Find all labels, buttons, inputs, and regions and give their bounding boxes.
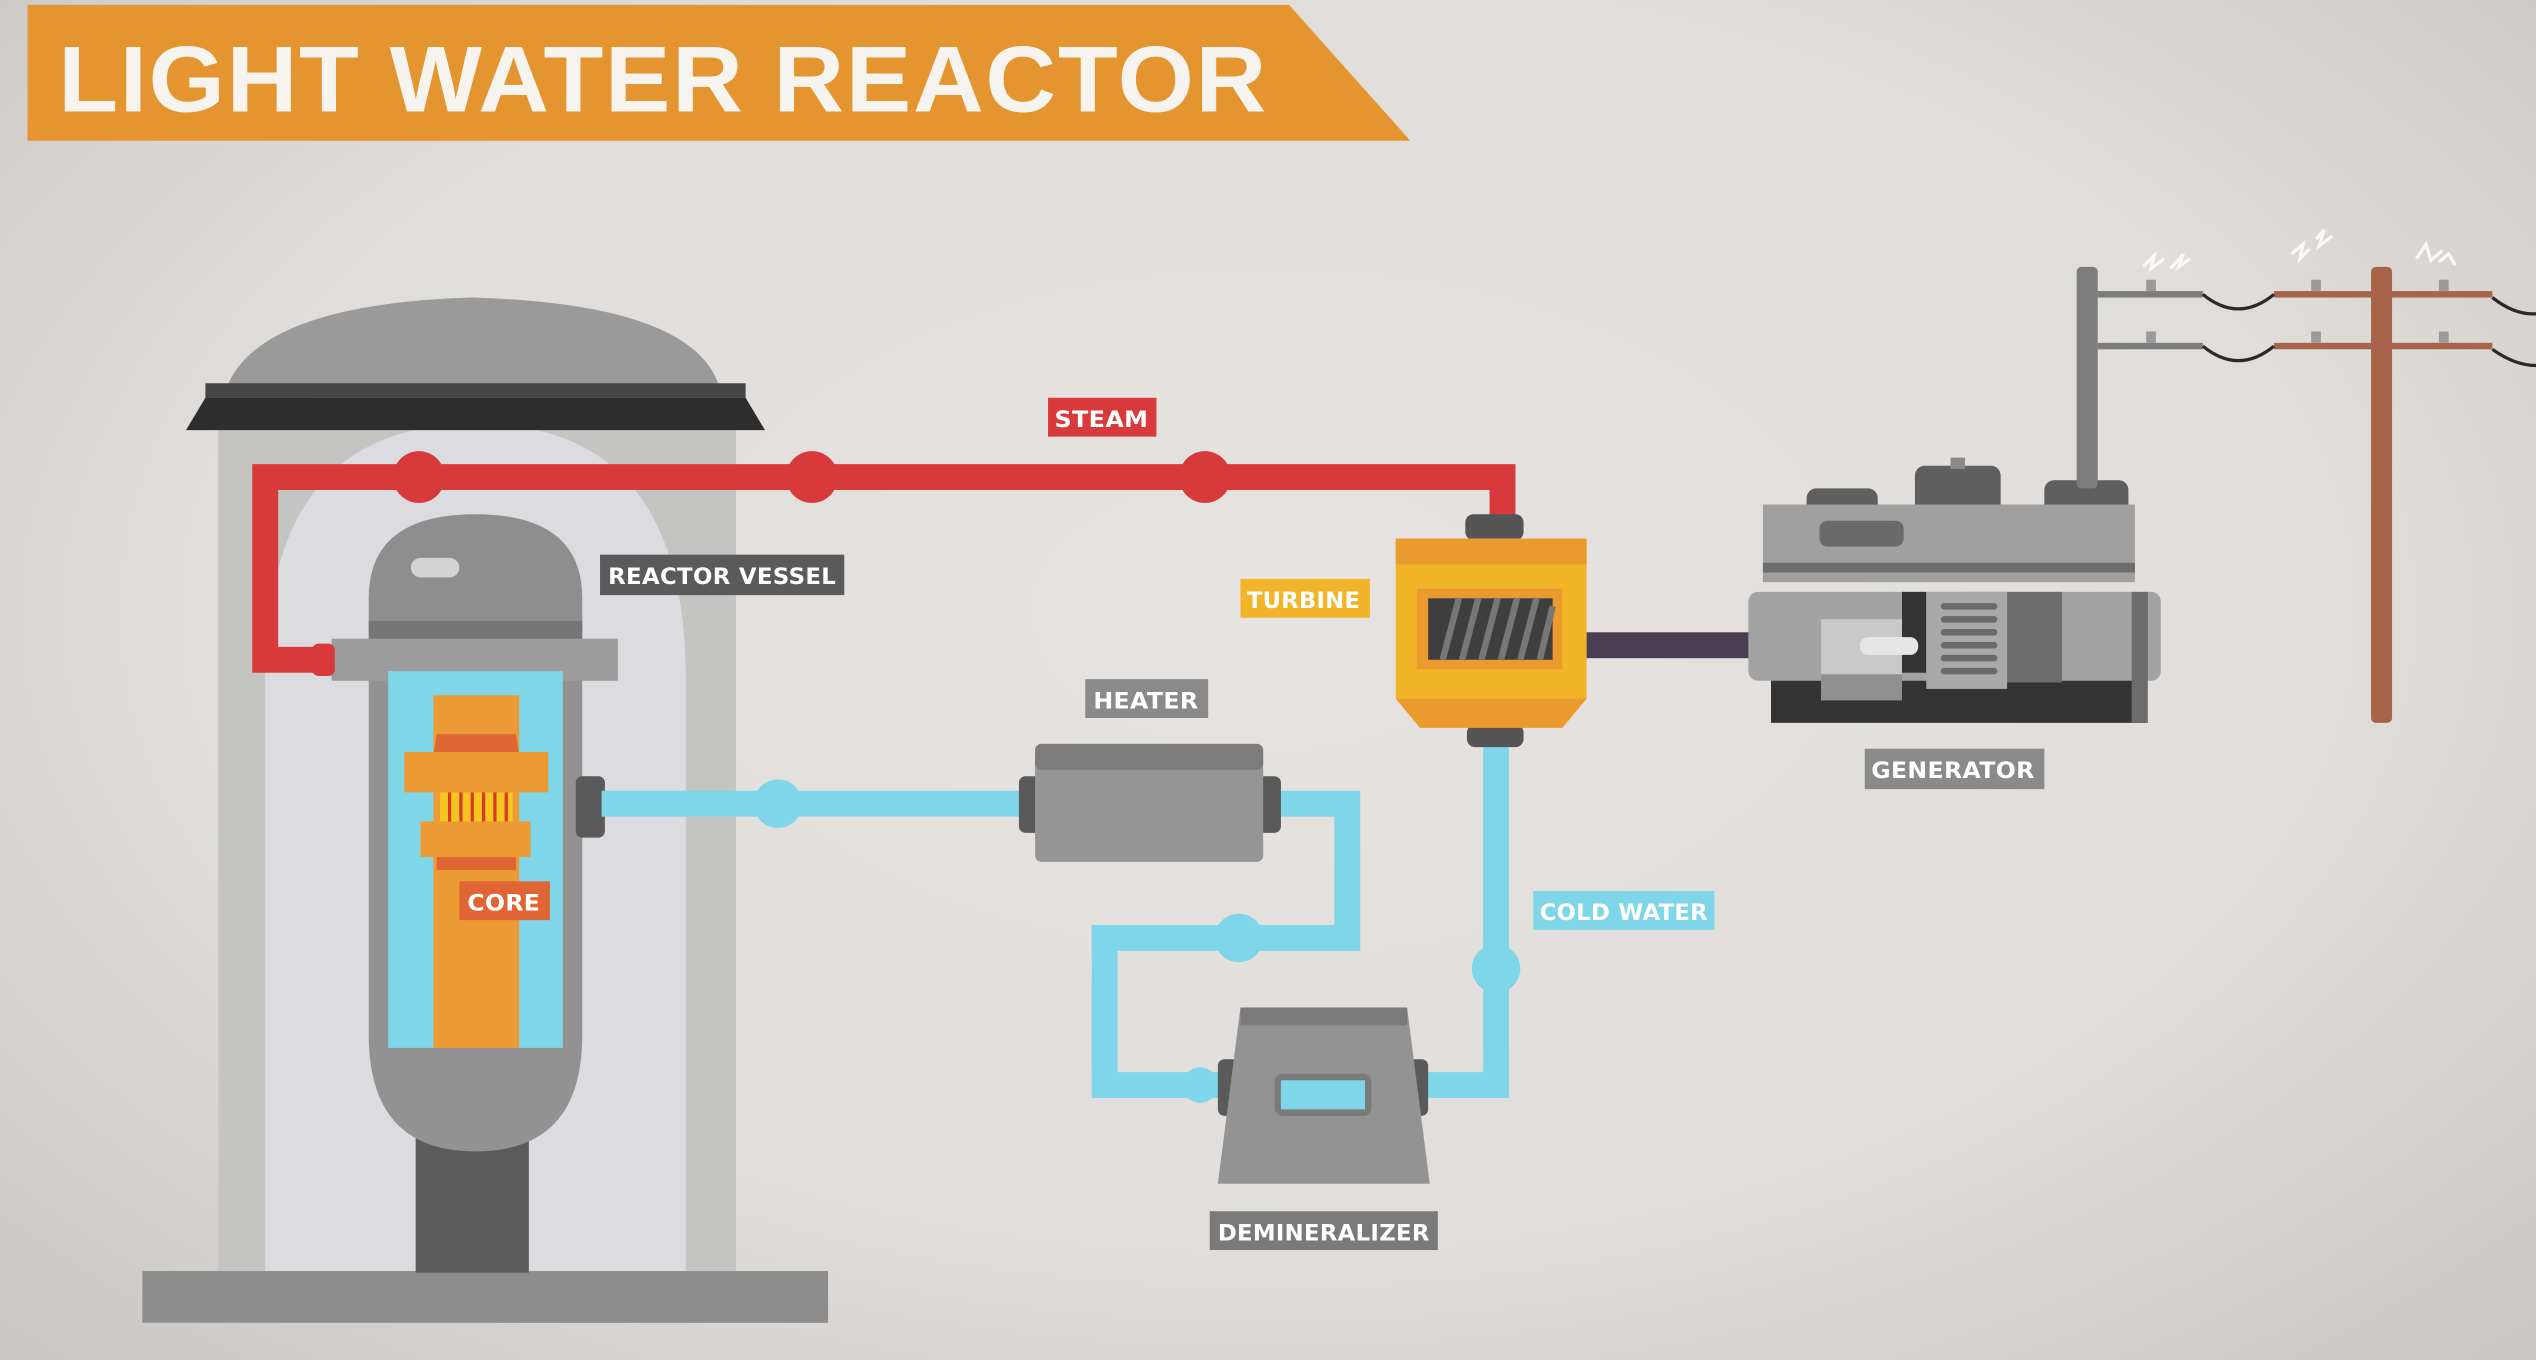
label-turbine-text: TURBINE bbox=[1247, 588, 1360, 614]
steam-pipe bbox=[252, 451, 1516, 676]
cold-water-valves bbox=[753, 779, 1521, 1103]
heater-body bbox=[1035, 743, 1264, 862]
label-steam-text: STEAM bbox=[1055, 407, 1149, 433]
reactor-vessel-head bbox=[368, 514, 583, 639]
turbine-bottom-band bbox=[1395, 698, 1587, 728]
heater bbox=[1018, 743, 1281, 862]
label-generator: GENERATOR bbox=[1864, 748, 2045, 790]
title-banner-shape bbox=[27, 4, 1411, 141]
valve bbox=[1471, 944, 1521, 993]
core-fuel-rod-lines bbox=[448, 792, 508, 822]
label-steam: STEAM bbox=[1048, 397, 1157, 437]
containment-lid-top bbox=[205, 383, 746, 398]
steam-line bbox=[252, 464, 1516, 673]
pipe-turbine-to-demin bbox=[1423, 735, 1509, 1099]
reactor-head-band bbox=[368, 620, 583, 641]
generator-slot bbox=[1819, 520, 1904, 547]
generator-upper-stripe bbox=[1762, 562, 2135, 573]
generator-top-nub bbox=[1950, 457, 1966, 469]
page-title: LIGHT WATER REACTOR bbox=[58, 27, 1268, 132]
generator-left-box-bottom bbox=[1821, 674, 1902, 701]
title-banner: LIGHT WATER REACTOR bbox=[27, 4, 1411, 141]
label-generator-bg bbox=[1864, 748, 2045, 790]
steam-valve bbox=[393, 451, 445, 503]
steam-valve bbox=[1179, 451, 1231, 503]
pole-gray bbox=[2076, 266, 2098, 489]
containment-base bbox=[142, 1271, 829, 1323]
spark-icon bbox=[2414, 240, 2444, 264]
label-reactor-vessel-text: REACTOR VESSEL bbox=[608, 564, 836, 590]
heater-top bbox=[1035, 743, 1264, 770]
turbine-shaft bbox=[1586, 632, 1754, 659]
label-turbine: TURBINE bbox=[1240, 578, 1370, 618]
core-accent-bottom bbox=[436, 857, 516, 871]
label-heater-text: HEATER bbox=[1093, 688, 1198, 714]
core-lower-block bbox=[420, 821, 531, 858]
pole-gray-crossarm-bottom bbox=[2097, 342, 2203, 350]
spark-icon bbox=[2314, 228, 2334, 251]
insulators bbox=[2146, 279, 2449, 343]
steam-valve bbox=[786, 451, 838, 503]
generator-vents bbox=[1940, 603, 1998, 675]
label-reactor-vessel-bg bbox=[600, 554, 845, 596]
core-fuel-rods bbox=[439, 792, 513, 822]
reactor-outlet-nozzle bbox=[575, 776, 605, 838]
turbine-inlet bbox=[1465, 514, 1524, 541]
label-turbine-bg bbox=[1240, 578, 1370, 618]
demin-top bbox=[1240, 1007, 1408, 1026]
label-core-text: CORE bbox=[467, 890, 540, 916]
label-demineralizer: DEMINERALIZER bbox=[1209, 1211, 1438, 1251]
demin-water bbox=[1280, 1080, 1366, 1110]
core-upper-block bbox=[404, 751, 549, 793]
label-demineralizer-bg bbox=[1209, 1211, 1438, 1251]
generator-top-cap-mid bbox=[1914, 465, 2001, 515]
generator-rod bbox=[1859, 637, 1919, 655]
label-generator-text: GENERATOR bbox=[1871, 758, 2034, 784]
label-core: CORE bbox=[459, 881, 550, 921]
label-cold-water-bg bbox=[1533, 891, 1715, 930]
valve bbox=[1182, 1067, 1218, 1103]
pole-brown-crossarm-top bbox=[2273, 291, 2493, 298]
turbine bbox=[1395, 514, 1754, 748]
heater-nozzle-right bbox=[1258, 776, 1281, 833]
valve bbox=[753, 779, 803, 828]
label-heater-bg bbox=[1085, 679, 1209, 719]
label-reactor-vessel: REACTOR VESSEL bbox=[600, 554, 845, 596]
label-cold-water: COLD WATER bbox=[1533, 891, 1715, 930]
generator bbox=[1748, 457, 2161, 723]
steam-nozzle bbox=[312, 643, 335, 676]
turbine-blades bbox=[1439, 597, 1556, 661]
power-lines bbox=[2076, 228, 2536, 723]
spark-icon bbox=[2290, 239, 2311, 264]
label-cold-water-text: COLD WATER bbox=[1540, 900, 1708, 926]
label-core-bg bbox=[459, 881, 550, 921]
pole-brown-crossarm-bottom bbox=[2273, 342, 2493, 350]
label-demineralizer-text: DEMINERALIZER bbox=[1218, 1220, 1430, 1246]
containment-dome bbox=[226, 297, 720, 389]
containment-lid bbox=[185, 397, 766, 431]
generator-mid-block bbox=[2007, 591, 2063, 683]
core-accent-top bbox=[433, 734, 520, 756]
label-heater: HEATER bbox=[1085, 679, 1209, 719]
reactor-vessel-window bbox=[410, 557, 460, 578]
spark-icons bbox=[2141, 228, 2457, 273]
pole-gray-crossarm-top bbox=[2097, 291, 2203, 298]
core bbox=[404, 695, 549, 1048]
label-steam-bg bbox=[1048, 397, 1157, 437]
demineralizer bbox=[1217, 1007, 1430, 1184]
pole-brown bbox=[2371, 266, 2393, 723]
reactor-vessel bbox=[331, 514, 618, 1152]
spark-icon bbox=[2141, 250, 2165, 273]
spark-icon bbox=[2437, 251, 2457, 267]
turbine-outlet bbox=[1466, 724, 1524, 748]
power-wires bbox=[2201, 293, 2536, 368]
turbine-top-band bbox=[1395, 538, 1587, 565]
valve bbox=[1214, 913, 1264, 963]
generator-dark-band bbox=[1902, 591, 1927, 673]
generator-right-rail bbox=[2131, 591, 2148, 723]
spark-icon bbox=[2169, 252, 2191, 272]
